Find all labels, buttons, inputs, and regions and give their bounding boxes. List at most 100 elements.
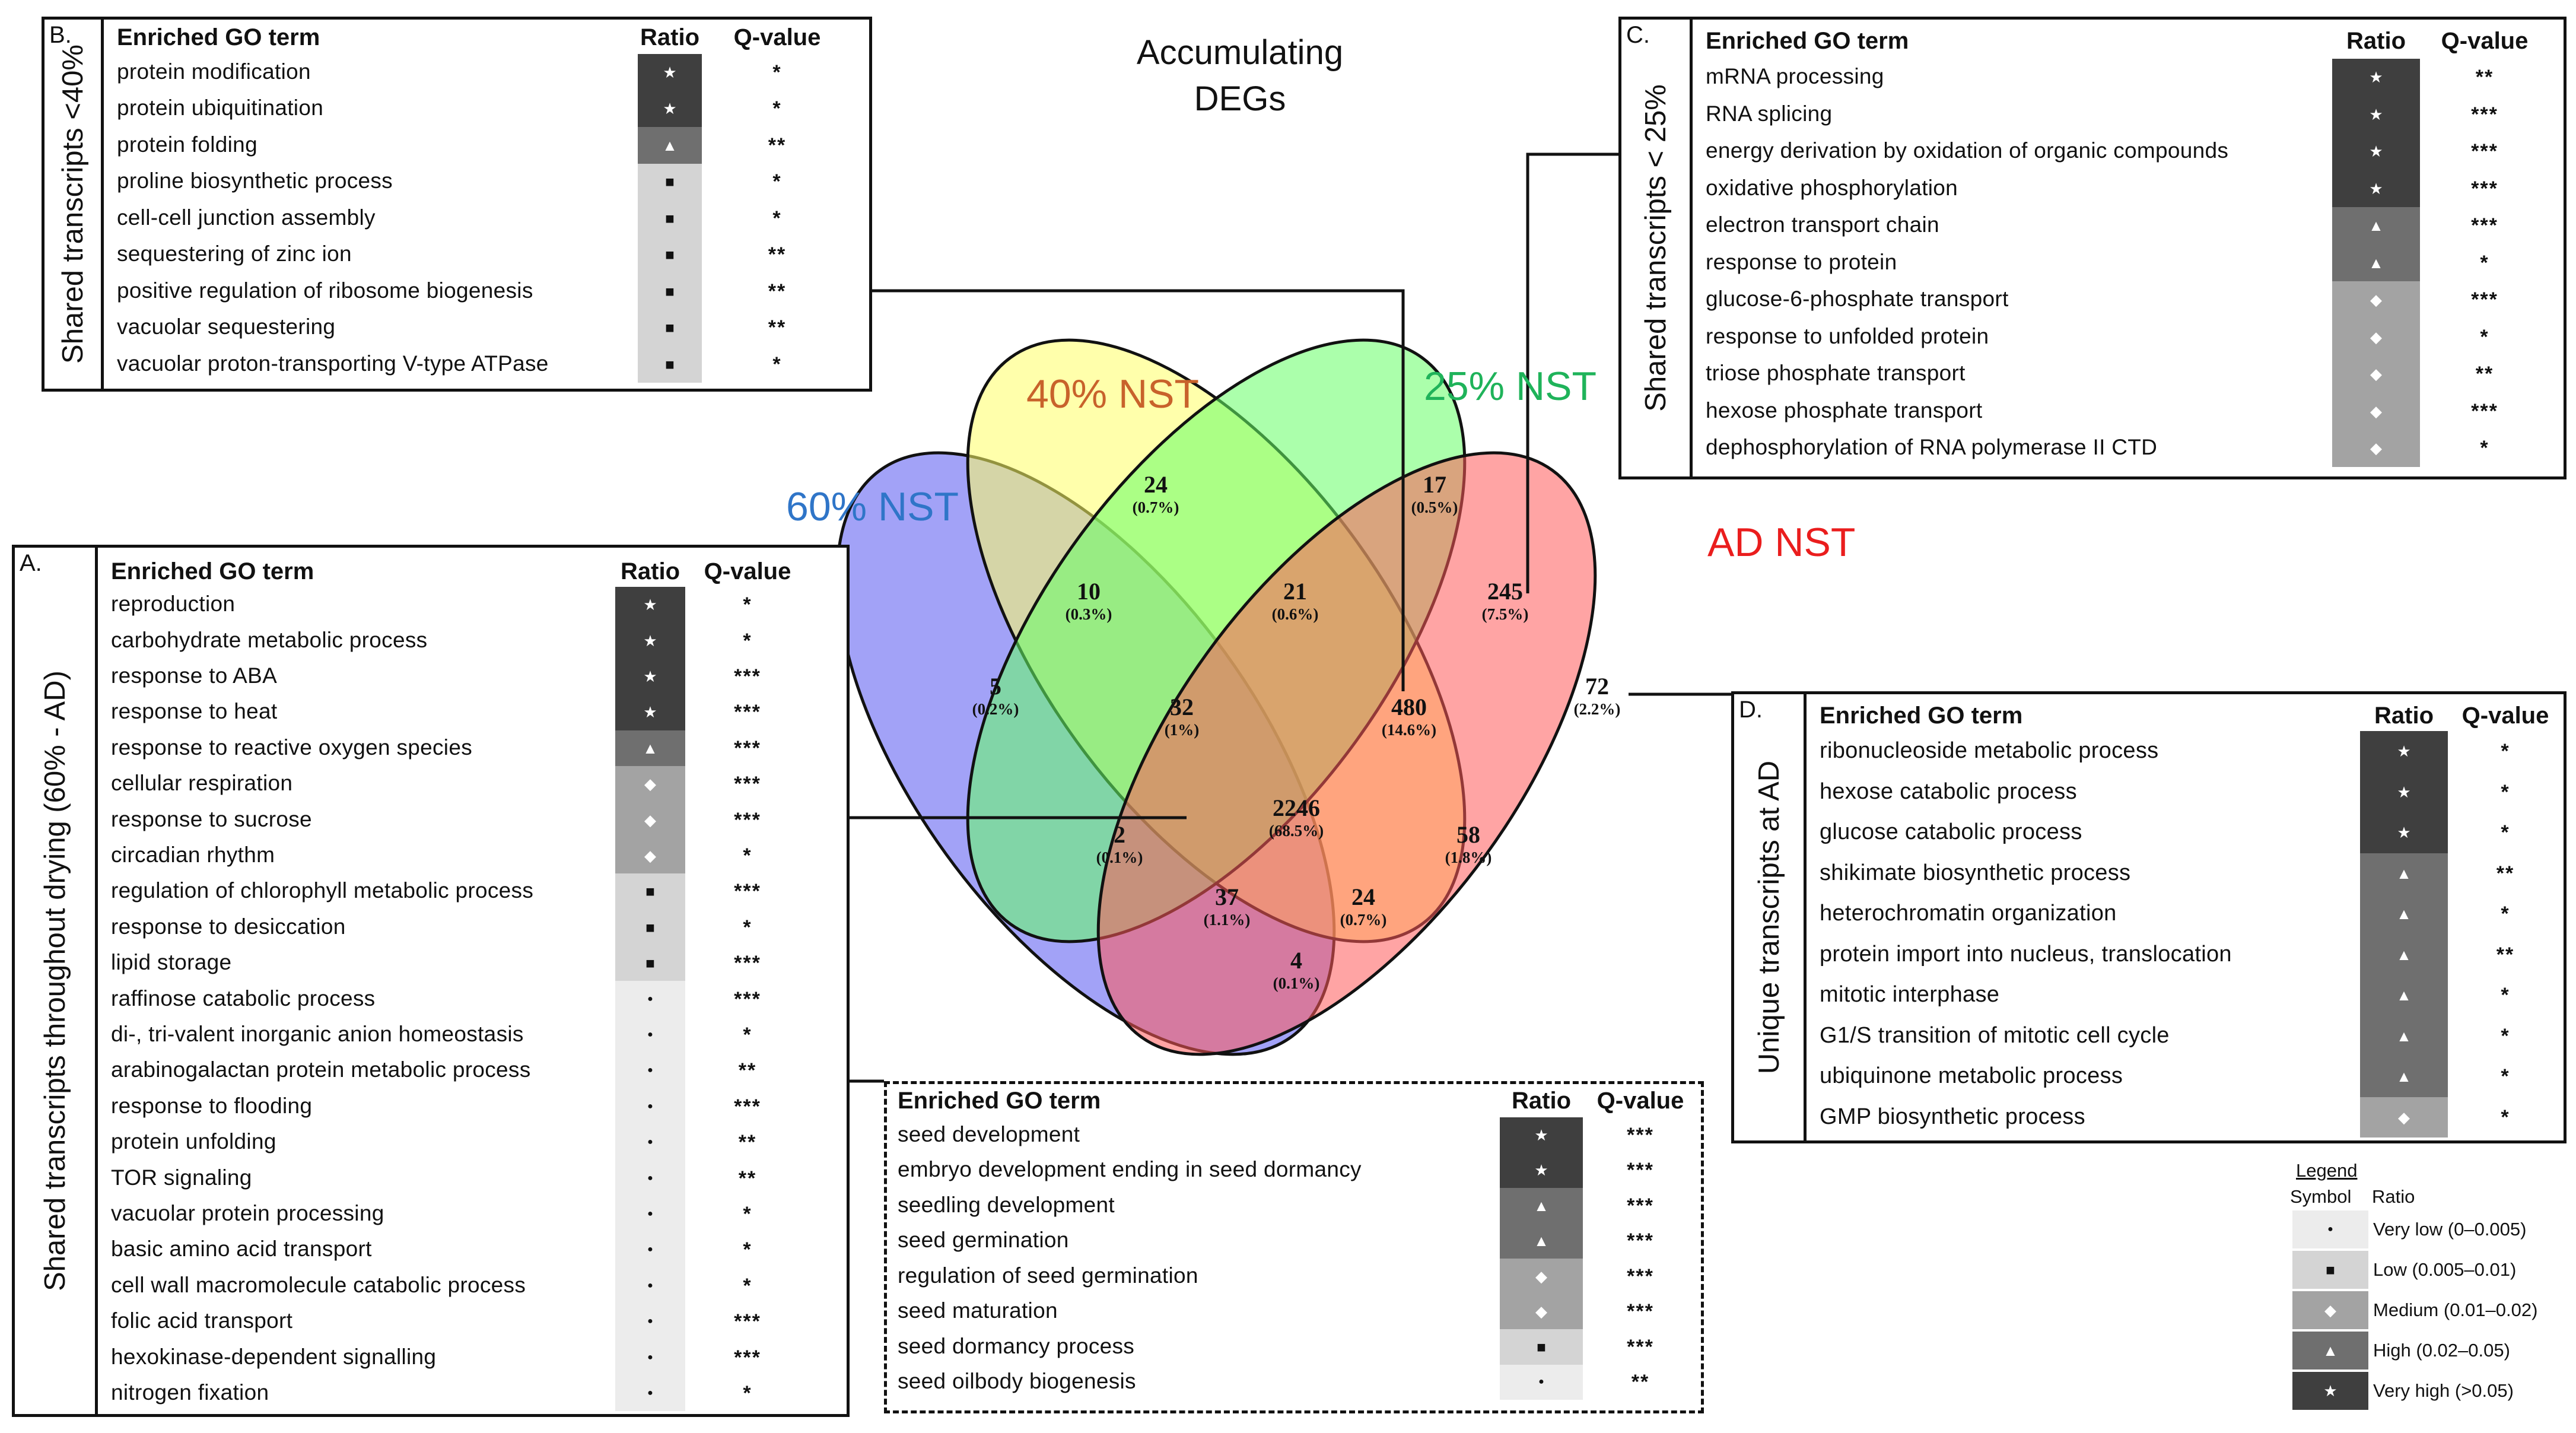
header-ratio: Ratio [640,24,699,50]
connector-c [1526,152,1618,593]
panel-letter: D. [1739,697,1763,723]
ellipse-ad-nst [1096,451,1597,1056]
legend-very-low-icon: ● [2327,1224,2333,1234]
ratio-high-icon: ▲ [2396,986,2412,1005]
ratio-low-icon: ■ [1537,1337,1546,1356]
panel-b-shared-under-40: Shared transcripts <40%B.Enriched GO ter… [42,17,872,392]
header-ratio: Ratio [2374,703,2434,729]
go-term-label: energy derivation by oxidation of organi… [1706,138,2229,163]
panel-side-title: Shared transcripts throughout drying (60… [39,671,71,1291]
ratio-cell: ▲ [2360,853,2448,894]
go-term-label: sequestering of zinc ion [117,242,352,266]
q-value: *** [734,952,761,975]
go-term-label: hexose phosphate transport [1706,398,1983,422]
ratio-very-high-icon: ★ [643,631,657,650]
q-value: * [772,170,782,193]
q-value: * [2501,821,2510,844]
q-value: * [772,61,782,84]
venn-region-count: 21 [1283,578,1307,605]
ratio-medium-icon: ◆ [1535,1267,1547,1285]
venn-region-percent: (1.1%) [1204,911,1251,929]
venn-region-percent: (68.5%) [1269,822,1324,840]
go-term-label: glucose-6-phosphate transport [1706,287,2009,312]
ratio-cell: ■ [638,236,702,273]
ratio-medium-icon: ◆ [644,846,656,865]
ratio-medium-icon: ◆ [644,811,656,829]
go-term-label: response to desiccation [111,914,346,939]
go-term-label: positive regulation of ribosome biogenes… [117,278,533,303]
ratio-cell: ■ [615,945,685,981]
ratio-very-high-icon: ★ [2369,68,2383,87]
go-term-label: seedling development [898,1192,1115,1217]
ratio-cell: ◆ [615,802,685,838]
venn-region-count: 4 [1290,947,1302,974]
q-value: *** [734,736,761,760]
ratio-high-icon: ▲ [662,136,678,154]
go-term-label: protein unfolding [111,1129,276,1154]
ratio-medium-icon: ◆ [2370,402,2382,420]
ratio-cell: ◆ [615,766,685,802]
ratio-cell: ▲ [2332,207,2420,244]
ratio-low-icon: ■ [665,246,675,264]
venn-region-percent: (1.8%) [1445,849,1492,866]
go-term-label: nitrogen fixation [111,1380,269,1405]
q-value: *** [734,773,761,796]
go-term-label: G1/S transition of mitotic cell cycle [1820,1022,2170,1048]
venn-region-percent: (2.2%) [1574,700,1621,718]
ratio-cell: ★ [2332,170,2420,207]
ratio-very-low-icon: ● [647,1316,653,1327]
ratio-medium-icon: ◆ [2370,291,2382,309]
ratio-medium-icon: ◆ [1535,1302,1547,1321]
header-term: Enriched GO term [117,24,320,50]
ratio-cell: ★ [1500,1117,1583,1153]
legend-label: High (0.02–0.05) [2373,1340,2510,1361]
go-term-label: triose phosphate transport [1706,361,1966,386]
ratio-high-icon: ▲ [2396,1067,2412,1086]
go-term-label: response to reactive oxygen species [111,735,473,760]
q-value: *** [2471,288,2498,312]
ratio-medium-icon: ◆ [2370,365,2382,383]
ratio-cell: ◆ [2332,355,2420,393]
go-term-label: cell-cell junction assembly [117,205,376,230]
ratio-high-icon: ▲ [2368,253,2384,272]
ratio-cell: ● [1500,1364,1583,1400]
go-term-label: circadian rhythm [111,843,275,867]
q-value: *** [734,1095,761,1118]
legend-title: Legend [2296,1160,2358,1181]
header-term: Enriched GO term [1706,28,1909,54]
ratio-very-low-icon: ● [647,1101,653,1111]
go-term-label: proline biosynthetic process [117,169,393,193]
q-value: * [772,352,782,376]
q-value: * [2501,1024,2510,1047]
header-ratio: Ratio [2346,28,2406,54]
ratio-cell: ● [615,1339,685,1375]
q-value: *** [2471,399,2498,422]
ratio-cell: ◆ [2360,1097,2448,1137]
ratio-cell: ◆ [1500,1294,1583,1329]
ratio-high-icon: ▲ [643,739,658,757]
ratio-cell: ● [615,1375,685,1412]
q-value: *** [1627,1264,1654,1288]
ratio-cell: ■ [615,909,685,945]
ratio-cell: ★ [2360,731,2448,772]
ratio-cell: ◆ [2332,318,2420,355]
q-value: *** [1627,1229,1654,1253]
ratio-cell: ● [615,1124,685,1161]
ratio-cell: ★ [615,658,685,695]
ratio-very-high-icon: ★ [1534,1161,1548,1180]
go-term-label: response to sucrose [111,806,312,831]
connector-b [872,289,1405,691]
ratio-cell: ▲ [2360,1015,2448,1056]
q-value: *** [2471,140,2498,163]
go-term-label: mitotic interphase [1820,982,2000,1008]
ratio-cell: ★ [2360,771,2448,812]
go-term-label: raffinose catabolic process [111,986,376,1011]
header-qvalue: Q-value [1597,1088,1684,1114]
go-term-label: RNA splicing [1706,101,1833,126]
venn-region-count: 32 [1170,694,1194,720]
ratio-cell: ▲ [2332,244,2420,281]
go-term-label: protein folding [117,132,257,157]
q-value: *** [734,808,761,831]
diagram-title: Accumulating DEGs [1115,30,1365,122]
q-value: * [772,206,782,230]
